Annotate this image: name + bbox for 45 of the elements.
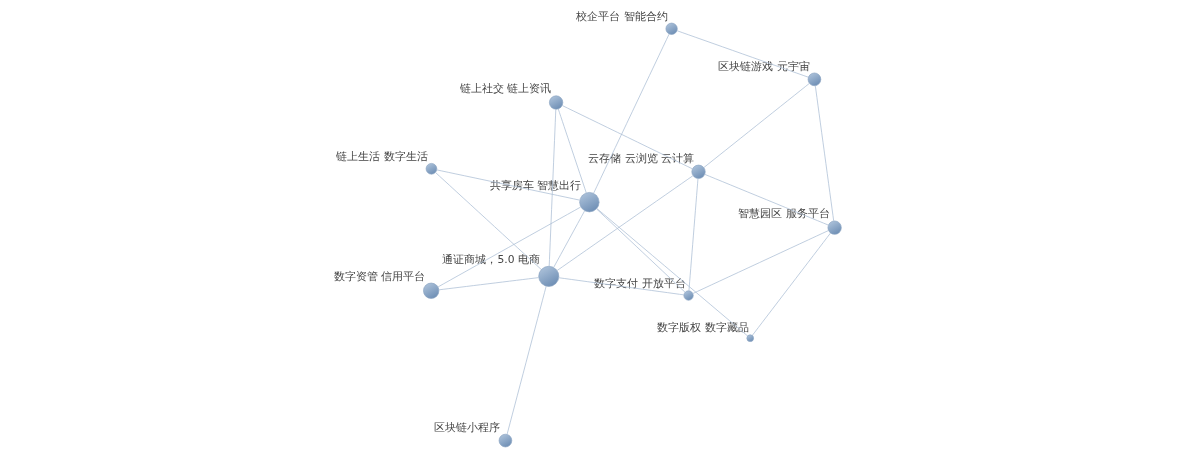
connector bbox=[704, 174, 829, 226]
node-label: 链上生活 数字生活 bbox=[336, 149, 428, 163]
connector bbox=[438, 277, 540, 291]
node-circle bbox=[423, 282, 440, 299]
connector bbox=[751, 232, 831, 336]
connector bbox=[553, 210, 585, 268]
connector bbox=[435, 172, 542, 270]
node-label: 云存储 云浏览 云计算 bbox=[588, 151, 695, 165]
node-circle bbox=[579, 192, 600, 213]
connector bbox=[814, 85, 835, 222]
node-circle bbox=[683, 290, 694, 301]
connector bbox=[596, 208, 748, 337]
node-circle bbox=[549, 95, 564, 110]
node-label: 智慧园区 服务平台 bbox=[738, 207, 830, 221]
connector bbox=[557, 108, 587, 194]
connector bbox=[437, 206, 582, 288]
connector bbox=[556, 175, 694, 271]
node-circle bbox=[425, 163, 438, 175]
connector bbox=[596, 208, 686, 293]
node-circle bbox=[807, 72, 822, 87]
connector bbox=[688, 178, 699, 292]
connector bbox=[436, 169, 581, 201]
connector bbox=[506, 285, 547, 435]
node-label: 区块链游戏 元宇宙 bbox=[718, 59, 810, 73]
connector bbox=[676, 30, 809, 78]
node-label: 区块链小程序 bbox=[434, 420, 501, 434]
connector bbox=[558, 277, 685, 296]
node-label: 校企平台 智能合约 bbox=[576, 9, 668, 23]
node-label: 链上社交 链上资讯 bbox=[459, 82, 552, 96]
node-circle bbox=[691, 164, 706, 179]
node-label: 共享房车 智慧出行 bbox=[490, 178, 582, 192]
connector bbox=[692, 230, 829, 294]
node-circle bbox=[746, 334, 754, 342]
node-circle bbox=[827, 220, 842, 235]
connector bbox=[703, 83, 810, 168]
node-label: 数字版权 数字藏品 bbox=[657, 321, 749, 335]
connector bbox=[562, 105, 693, 170]
connector bbox=[548, 108, 557, 267]
node-label: 数字资管 信用平台 bbox=[333, 269, 426, 283]
node-circle bbox=[665, 22, 678, 35]
node-circle bbox=[538, 265, 560, 287]
node-label: 数字支付 开放平台 bbox=[594, 277, 686, 291]
connector bbox=[593, 33, 670, 194]
node-label: 通证商城，5.0 电商 bbox=[442, 252, 540, 266]
node-circle bbox=[498, 433, 513, 448]
